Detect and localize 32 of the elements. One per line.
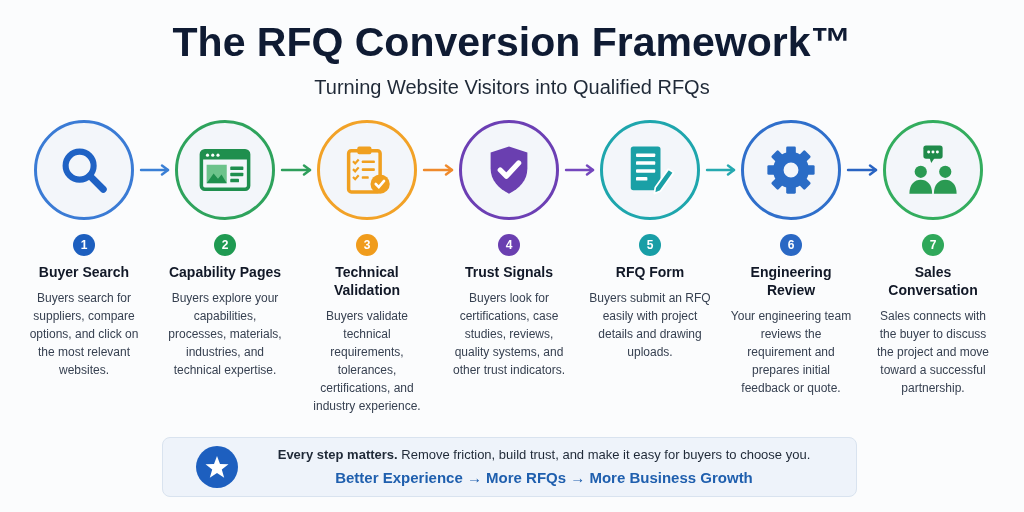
step-number: 2 [214, 234, 236, 256]
step-number: 7 [922, 234, 944, 256]
banner-message: Every step matters. Remove friction, build trust, and make it easy for buyers to choose you. [277, 446, 811, 464]
step-description: Buyers search for suppliers, compare options, and click on the most relevant websites. [28, 290, 140, 379]
callout-banner [162, 437, 857, 497]
arrow [422, 164, 454, 176]
arrow [564, 164, 595, 176]
step-number: 6 [780, 234, 802, 256]
subtitle: Turning Website Visitors into Qualified RFQs [313, 75, 711, 100]
step-title: Engineering Review [749, 263, 833, 299]
step-title: Capability Pages [167, 263, 282, 281]
step-number: 4 [498, 234, 520, 256]
step-description: Buyers validate technical requirements, tolerances, certifications, and industry experience. [312, 308, 422, 415]
banner-tagline: Better Experience → More RFQs → More Business Growth [335, 468, 753, 488]
step-description: Buyers look for certifications, case studies, reviews, quality systems, and other trust indicators. [451, 290, 567, 379]
step-description: Buyers submit an RFQ easily with project details and drawing uploads. [588, 290, 712, 361]
step-title: Sales Conversation [887, 263, 979, 299]
step-number: 1 [73, 234, 95, 256]
step-title: Buyer Search [37, 263, 131, 281]
step-title: Technical Validation [332, 263, 402, 299]
step-number: 3 [356, 234, 378, 256]
arrow [139, 164, 170, 176]
arrow [280, 164, 312, 176]
step-title: Trust Signals [464, 263, 554, 281]
step-description: Sales connects with the buyer to discuss the project and move toward a successful partnership. [875, 308, 991, 397]
step-description: Buyers explore your capabilities, processes, materials, industries, and technical expertise. [167, 290, 283, 379]
step-title: RFQ Form [614, 263, 686, 281]
arrow [705, 164, 736, 176]
title: The RFQ Conversion Framework™ [171, 18, 853, 67]
arrow [846, 164, 878, 176]
step-description: Your engineering team reviews the requirement and prepares initial feedback or quote. [729, 308, 853, 397]
step-number: 5 [639, 234, 661, 256]
